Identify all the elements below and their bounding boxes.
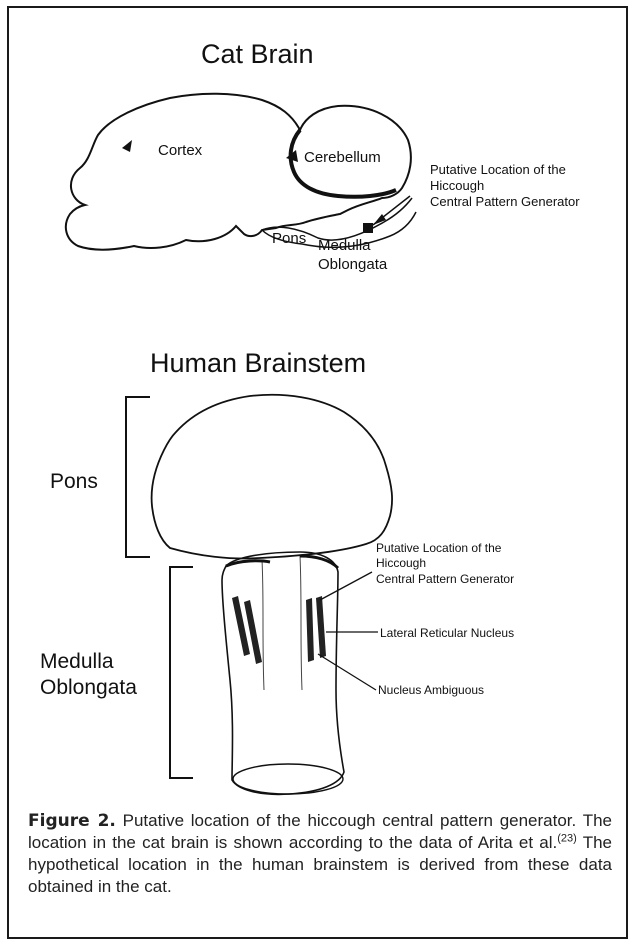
human-pons-label: Pons: [50, 470, 98, 493]
caption-citation: (23): [557, 832, 577, 844]
human-brainstem-title: Human Brainstem: [150, 348, 366, 378]
figure-label: Figure 2.: [28, 811, 116, 831]
human-putative-label-3: Central Pattern Generator: [376, 572, 514, 586]
human-putative-label-1: Putative Location of the: [376, 541, 502, 555]
nucleus-ambiguous-label: Nucleus Ambiguous: [378, 683, 484, 697]
cerebellum-label: Cerebellum: [304, 149, 381, 166]
nucleus-ambiguous-pointer: [318, 654, 376, 690]
right-nucleus-mark: [316, 596, 326, 658]
cat-putative-label-2: Hiccough: [430, 178, 484, 193]
cat-medulla-label-1: Medulla: [318, 237, 371, 254]
human-putative-label-2: Hiccough: [376, 556, 426, 570]
human-putative-pointer: [320, 572, 372, 600]
cortex-mark: [122, 140, 132, 152]
medulla-bracket: [170, 567, 193, 778]
medulla-fissure: [262, 556, 302, 690]
cat-medulla-label-2: Oblongata: [318, 256, 388, 273]
pons-bracket: [126, 397, 150, 557]
human-medulla-label-2: Oblongata: [40, 676, 137, 699]
medulla-outline: [222, 552, 344, 794]
lateral-reticular-label: Lateral Reticular Nucleus: [380, 626, 514, 640]
caption-text-1: Putative location of the hiccough centra…: [28, 811, 612, 852]
cat-putative-label-3: Central Pattern Generator: [430, 194, 580, 209]
figure-caption: Figure 2. Putative location of the hicco…: [28, 810, 612, 898]
human-medulla-label-1: Medulla: [40, 650, 114, 673]
pons-outline: [152, 395, 392, 559]
cat-pons-label: Pons: [272, 230, 306, 247]
cortex-label: Cortex: [158, 142, 203, 159]
cat-brain-title: Cat Brain: [201, 39, 314, 69]
medulla-base: [233, 764, 343, 794]
cat-brain-outline: [66, 94, 411, 250]
cat-putative-label-1: Putative Location of the: [430, 162, 566, 177]
right-nucleus-mark: [306, 598, 314, 662]
cat-pattern-generator-marker: [363, 223, 373, 233]
